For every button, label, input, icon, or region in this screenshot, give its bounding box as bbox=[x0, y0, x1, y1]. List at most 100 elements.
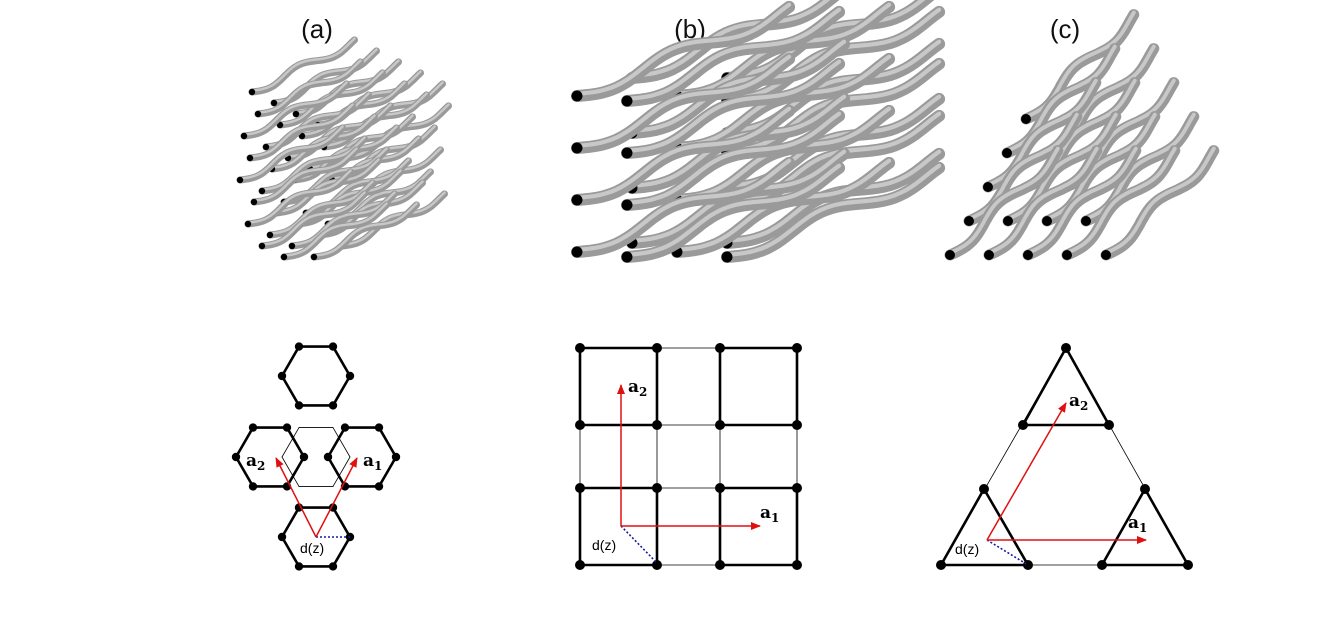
lattice-node bbox=[652, 420, 662, 430]
strand-end bbox=[298, 132, 306, 140]
lattice-node bbox=[575, 420, 585, 430]
square-lattice-diagram: a1 a2 d(z) bbox=[575, 343, 802, 570]
lattice-node bbox=[1018, 420, 1028, 430]
strand-end bbox=[571, 246, 583, 258]
label-a2: a2 bbox=[1069, 391, 1088, 413]
strand-end bbox=[571, 142, 583, 154]
thick-bond bbox=[326, 455, 347, 488]
strand-end bbox=[621, 199, 633, 211]
label-a2: a2 bbox=[246, 451, 265, 473]
vector-a2 bbox=[275, 457, 317, 538]
strand-end bbox=[266, 231, 274, 239]
lattice-node bbox=[652, 343, 662, 353]
lattice-node bbox=[1140, 484, 1150, 494]
label-a1: a1 bbox=[1128, 513, 1147, 535]
lattice-node bbox=[374, 482, 384, 491]
lattice-nodes bbox=[575, 343, 802, 570]
lattice-node bbox=[294, 562, 304, 571]
lattice-node bbox=[715, 343, 725, 353]
strand-end bbox=[571, 194, 583, 206]
lattice-node bbox=[323, 452, 333, 462]
panel-label-c: (c) bbox=[1049, 14, 1081, 44]
thin-bond bbox=[281, 456, 300, 487]
thick-bond bbox=[331, 374, 352, 407]
lattice-node bbox=[248, 423, 258, 432]
thin-bonds bbox=[940, 347, 1189, 566]
strand-end bbox=[270, 99, 278, 107]
strand bbox=[258, 190, 368, 250]
thick-bond bbox=[280, 506, 301, 539]
strand-end bbox=[1042, 216, 1052, 226]
lattice-node bbox=[340, 423, 350, 432]
lattice-node bbox=[792, 343, 802, 353]
strand-end bbox=[280, 253, 288, 261]
label-a2: a2 bbox=[628, 377, 647, 399]
thick-bond bbox=[1021, 346, 1068, 427]
thick-bond bbox=[280, 345, 301, 378]
lattice-node bbox=[231, 452, 241, 462]
lattice-node bbox=[282, 423, 292, 432]
strand-end bbox=[250, 198, 258, 206]
panel-label-a: (a) bbox=[301, 14, 333, 44]
strand-bundle-honeycomb bbox=[236, 36, 452, 261]
strand-end bbox=[571, 90, 583, 102]
offset-line-d bbox=[986, 539, 1029, 566]
strand-end bbox=[258, 242, 266, 250]
strand-end bbox=[983, 182, 993, 192]
lattice-node bbox=[248, 482, 258, 491]
thick-bond bbox=[377, 455, 398, 488]
lattice-node bbox=[715, 420, 725, 430]
strand-end bbox=[288, 242, 296, 250]
thick-bond bbox=[285, 455, 306, 488]
thick-bond bbox=[326, 426, 347, 459]
lattice-node bbox=[1097, 560, 1107, 570]
strand-end bbox=[244, 220, 252, 228]
lattice-node bbox=[936, 560, 946, 570]
strand-end bbox=[945, 250, 955, 260]
label-a1: a1 bbox=[363, 451, 382, 473]
strand bbox=[571, 156, 796, 258]
strand bbox=[721, 161, 946, 263]
strand bbox=[310, 201, 420, 261]
label-dz-b: d(z) bbox=[592, 537, 616, 553]
lattice-node bbox=[294, 401, 304, 410]
strand-end bbox=[1002, 148, 1012, 158]
strand bbox=[254, 58, 364, 118]
lattice-node bbox=[391, 452, 401, 462]
lattice-node bbox=[979, 484, 989, 494]
lattice-node bbox=[277, 371, 287, 381]
triangular-lattice-diagram: a1 a2 d(z) bbox=[936, 343, 1193, 570]
strand bbox=[246, 102, 356, 162]
strand bbox=[248, 36, 358, 96]
thick-bonds bbox=[578, 346, 799, 567]
lattice-node bbox=[294, 503, 304, 512]
strand-end bbox=[276, 121, 284, 129]
thick-bond bbox=[1100, 487, 1147, 567]
strand-end bbox=[964, 216, 974, 226]
lattice-node bbox=[328, 562, 338, 571]
lattice-node bbox=[328, 401, 338, 410]
thick-bond bbox=[280, 374, 301, 407]
strand-bundle-square bbox=[571, 0, 946, 263]
strand bbox=[621, 5, 846, 107]
thick-bond bbox=[982, 487, 1030, 567]
thick-bond bbox=[285, 426, 306, 459]
strand-end bbox=[1062, 250, 1072, 260]
lattice-node bbox=[792, 420, 802, 430]
thick-bonds bbox=[234, 345, 398, 568]
strand bbox=[571, 0, 796, 102]
lattice-node bbox=[294, 342, 304, 351]
lattice-node bbox=[345, 371, 355, 381]
strand-end bbox=[721, 251, 733, 263]
lattice-node bbox=[374, 423, 384, 432]
lattice-node bbox=[715, 483, 725, 493]
thick-bond bbox=[331, 535, 352, 568]
strand-end bbox=[621, 95, 633, 107]
strand-end bbox=[292, 110, 300, 118]
strand bbox=[944, 145, 1064, 261]
thick-bond bbox=[280, 535, 301, 568]
thick-bond bbox=[1064, 346, 1111, 427]
strand bbox=[244, 168, 354, 228]
strand bbox=[240, 80, 350, 140]
